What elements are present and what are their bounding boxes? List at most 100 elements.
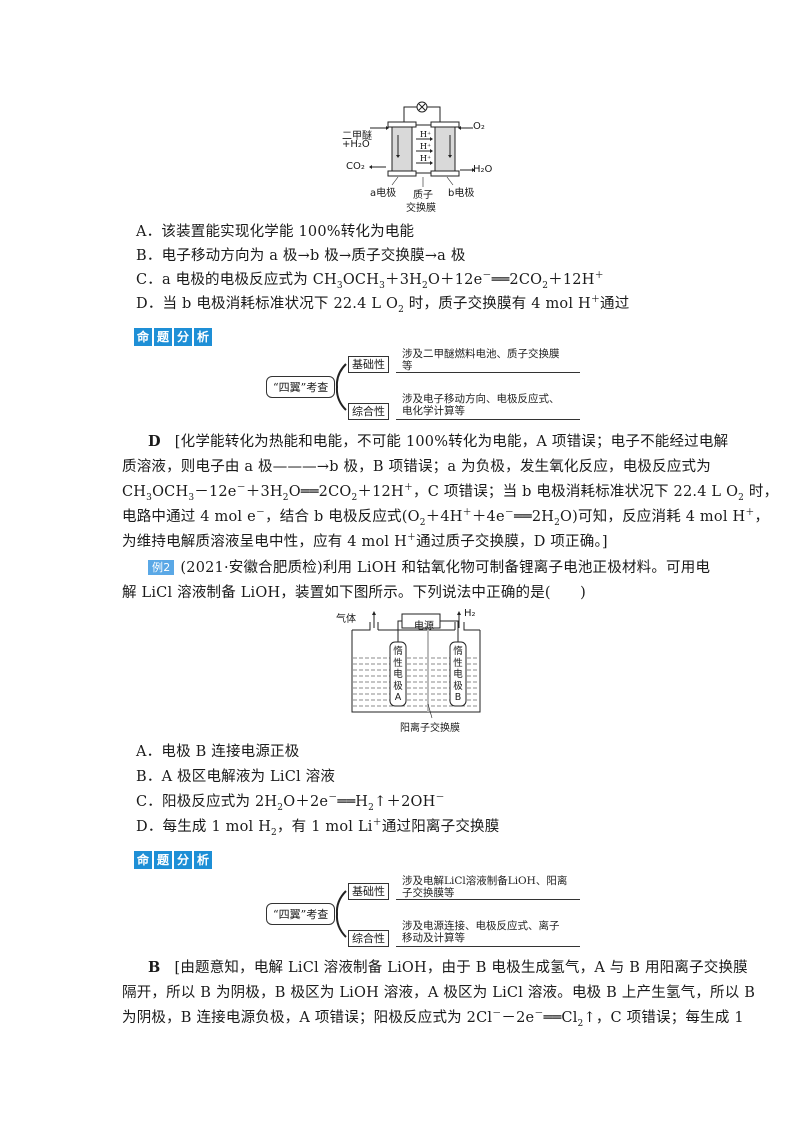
label-h2: H₂ <box>464 608 476 619</box>
brace-icon <box>335 363 347 411</box>
mindmap-desc-comprehensive: 涉及电子移动方向、电极反应式、 电化学计算等 <box>402 393 560 417</box>
option-text: a 电极的电极反应式为 CH3OCH3＋3H2O＋12e－══2CO2＋12H＋ <box>162 271 604 291</box>
tag-char: 分 <box>174 851 192 869</box>
option-letter: D． <box>136 296 163 312</box>
q1-answer-line: D [化学能转化为热能和电能，不可能 100%转化为电能，A 项错误；电子不能经过… <box>122 432 728 452</box>
q1-option-d: D．当 b 电极消耗标准状况下 22.4 L O2 时，质子交换膜有 4 mol… <box>136 294 630 315</box>
desc-line: 涉及电解LiCl溶液制备LiOH、阳离 <box>402 875 568 887</box>
q1-option-c: C．a 电极的电极反应式为 CH3OCH3＋3H2O＋12e－══2CO2＋12… <box>136 270 604 291</box>
brace-icon <box>335 890 347 938</box>
q2-answer-line: 隔开，所以 B 为阴极，B 极区为 LiOH 溶液，A 极区为 LiCl 溶液。… <box>122 985 756 1001</box>
mindmap-branch-comprehensive: 综合性 <box>348 403 389 420</box>
answer-text: [由题意知，电解 LiCl 溶液制备 LiOH，由于 B 电极生成氢气，A 与 … <box>174 960 748 976</box>
divider <box>396 419 580 420</box>
svg-text:H⁺: H⁺ <box>420 130 431 139</box>
option-text: A 极区电解液为 LiCl 溶液 <box>161 769 336 785</box>
option-letter: B． <box>136 248 162 264</box>
label-h2o-in: +H₂O <box>342 139 370 150</box>
answer-text: [化学能转化为热能和电能，不可能 100%转化为电能，A 项错误；电子不能经过电… <box>174 434 729 450</box>
desc-line: 涉及电源连接、电极反应式、离子 <box>402 920 560 932</box>
q2-analysis-tag: 命 题 分 析 <box>134 851 212 869</box>
label-power-source: 电源 <box>414 621 434 632</box>
desc-line: 涉及电子移动方向、电极反应式、 <box>402 393 560 405</box>
char: 极 <box>453 680 463 692</box>
mindmap-branch-basic: 基础性 <box>348 356 389 373</box>
option-text: 电子移动方向为 a 极→b 极→质子交换膜→a 极 <box>161 248 466 264</box>
mindmap-desc-basic: 涉及电解LiCl溶液制备LiOH、阳离 子交换膜等 <box>402 875 567 899</box>
q2-answer-line: B [由题意知，电解 LiCl 溶液制备 LiOH，由于 B 电极生成氢气，A 与… <box>122 958 748 978</box>
option-letter: C． <box>136 794 162 810</box>
option-letter: D． <box>136 819 163 835</box>
tag-char: 析 <box>194 851 212 869</box>
option-text: 当 b 电极消耗标准状况下 22.4 L O2 时，质子交换膜有 4 mol H… <box>162 295 630 315</box>
fuel-cell-figure: H⁺ H⁺ H⁺ 二甲醚 +H₂O CO₂ O₂ H₂O a电极 质子 交换膜 … <box>340 95 493 215</box>
svg-text:H⁺: H⁺ <box>420 154 431 163</box>
desc-line: 等 <box>402 360 413 372</box>
electrolysis-diagram-icon <box>351 611 481 719</box>
q2-option-b: B．A 极区电解液为 LiCl 溶液 <box>136 767 335 787</box>
mindmap-desc-basic: 涉及二甲醚燃料电池、质子交换膜 等 <box>402 348 560 372</box>
char: 惰 <box>393 646 403 657</box>
label-electrode-b: b电极 <box>448 188 475 199</box>
tag-char: 析 <box>194 328 212 346</box>
answer-letter: D <box>148 433 161 450</box>
mindmap-branch-basic: 基础性 <box>348 883 389 900</box>
mindmap-desc-comprehensive: 涉及电源连接、电极反应式、离子 移动及计算等 <box>402 920 560 944</box>
q1-option-b: B．电子移动方向为 a 极→b 极→质子交换膜→a 极 <box>136 246 466 266</box>
q1-answer-line: 电路中通过 4 mol e－，结合 b 电极反应式(O2＋4H＋＋4e－══2H… <box>122 508 770 528</box>
desc-line: 电化学计算等 <box>402 405 465 417</box>
q1-option-a: A．该装置能实现化学能 100%转化为电能 <box>136 222 414 242</box>
q1-answer-line: 为维持电解质溶液呈电中性，应有 4 mol H＋通过质子交换膜，D 项正确。] <box>122 533 608 550</box>
char: 极 <box>393 680 403 692</box>
q2-option-a: A．电极 B 连接电源正极 <box>136 742 299 762</box>
option-text: 电极 B 连接电源正极 <box>161 744 300 760</box>
option-text: 每生成 1 mol H2，有 1 mol Li＋通过阳离子交换膜 <box>162 818 500 838</box>
option-letter: C． <box>136 272 162 288</box>
answer-letter: B <box>148 959 161 976</box>
label-membrane-2: 交换膜 <box>406 203 436 214</box>
label-cation-membrane: 阳离子交换膜 <box>400 723 460 734</box>
q2-stem-line: 解 LiCl 溶液制备 LiOH，装置如下图所示。下列说法中正确的是( ) <box>122 585 587 601</box>
char: 电 <box>453 669 463 680</box>
tag-char: 命 <box>134 328 152 346</box>
q1-answer-line: CH3OCH3－12e－＋3H2O══2CO2＋12H＋，C 项错误；当 b 电… <box>122 483 779 503</box>
desc-line: 涉及二甲醚燃料电池、质子交换膜 <box>402 348 560 360</box>
char: 电 <box>393 669 403 680</box>
label-membrane-1: 质子 <box>413 190 433 201</box>
char: B <box>454 692 462 703</box>
electrode-a-label: 惰 性 电 极 A <box>392 646 404 704</box>
label-h2o-out: H₂O <box>473 164 493 175</box>
fuel-cell-diagram-icon: H⁺ H⁺ H⁺ <box>369 101 475 187</box>
divider <box>396 372 580 373</box>
divider <box>396 899 580 900</box>
label-o2: O₂ <box>473 121 485 132</box>
q1-answer-line: 质溶液，则电子由 a 极———→b 极，B 项错误；a 为负极，发生氧化反应，电… <box>122 459 711 475</box>
desc-line: 子交换膜等 <box>402 887 455 899</box>
desc-line: 移动及计算等 <box>402 932 465 944</box>
divider <box>396 946 580 947</box>
stem-text: (2021·安徽合肥质检)利用 LiOH 和钴氧化物可制备锂离子电池正极材料。可… <box>180 560 711 576</box>
svg-text:H⁺: H⁺ <box>420 142 431 151</box>
char: A <box>394 692 402 703</box>
char: 性 <box>453 657 463 669</box>
electrolysis-figure: 电源 气体 H₂ 惰 性 电 极 A 惰 性 电 极 B 阳离子交换膜 <box>330 608 500 734</box>
label-electrode-a: a电极 <box>370 188 397 199</box>
option-letter: A． <box>136 224 162 240</box>
tag-char: 题 <box>154 851 172 869</box>
label-gas: 气体 <box>336 614 356 625</box>
label-dme: 二甲醚 <box>342 131 372 142</box>
mindmap-root: “四翼”考查 <box>266 903 336 925</box>
option-text: 阳极反应式为 2H2O＋2e－══H2↑＋2OH－ <box>162 793 445 813</box>
mindmap-branch-comprehensive: 综合性 <box>348 930 389 947</box>
tag-char: 题 <box>154 328 172 346</box>
q2-option-c: C．阳极反应式为 2H2O＋2e－══H2↑＋2OH－ <box>136 792 445 813</box>
tag-char: 命 <box>134 851 152 869</box>
q1-mindmap: “四翼”考查 基础性 综合性 涉及二甲醚燃料电池、质子交换膜 等 涉及电子移动方… <box>262 348 582 423</box>
q2-stem-line: 例2 (2021·安徽合肥质检)利用 LiOH 和钴氧化物可制备锂离子电池正极材料… <box>122 558 710 578</box>
option-letter: B． <box>136 769 162 785</box>
char: 性 <box>393 657 403 669</box>
example-badge: 例2 <box>148 560 175 575</box>
option-text: 该装置能实现化学能 100%转化为电能 <box>161 224 415 240</box>
char: 惰 <box>453 646 463 657</box>
